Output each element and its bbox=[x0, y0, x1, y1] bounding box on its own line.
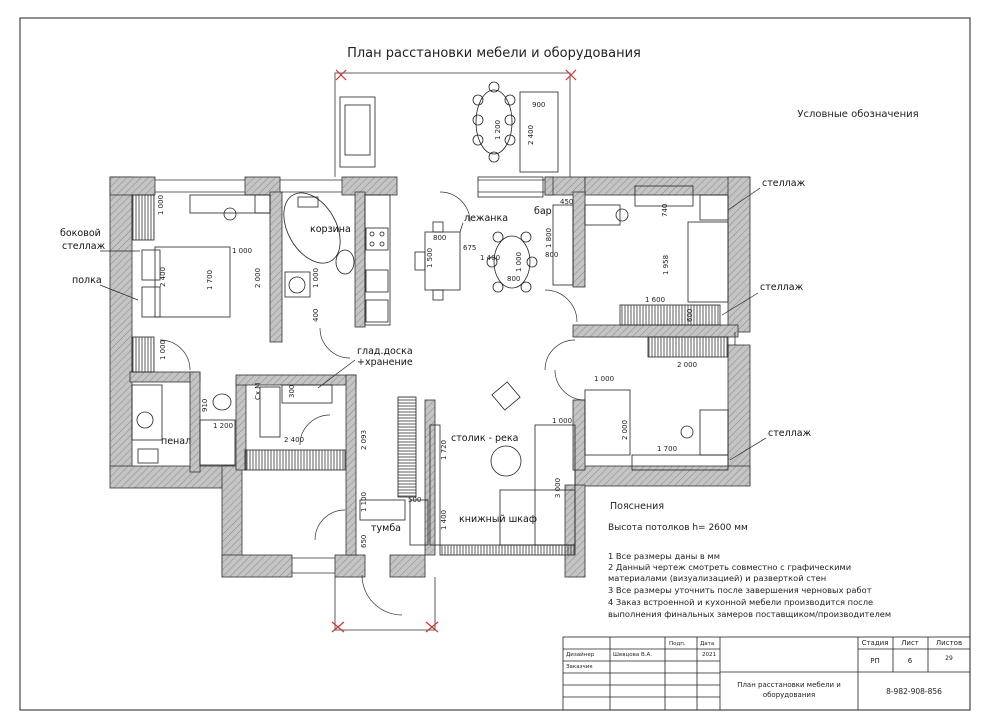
svg-text:450: 450 bbox=[560, 198, 573, 206]
svg-text:2 093: 2 093 bbox=[360, 430, 368, 450]
svg-text:600: 600 bbox=[686, 309, 694, 322]
svg-text:Высота потолков h= 2600 мм: Высота потолков h= 2600 мм bbox=[608, 523, 748, 533]
svg-text:1 720: 1 720 bbox=[440, 440, 448, 460]
svg-text:1 000: 1 000 bbox=[594, 375, 614, 383]
label-bokovoy: боковой bbox=[60, 228, 101, 239]
svg-text:4 Заказ встроенной и кухонной: 4 Заказ встроенной и кухонной мебели про… bbox=[608, 597, 873, 607]
svg-text:Сх М: Сх М bbox=[254, 383, 262, 400]
balcony-outline bbox=[334, 72, 571, 631]
label-lezhanka: лежанка bbox=[464, 213, 508, 224]
svg-text:500: 500 bbox=[408, 496, 421, 504]
svg-text:1 000: 1 000 bbox=[157, 195, 165, 215]
label-knizhny-shkaf: книжный шкаф bbox=[459, 514, 537, 525]
label-stellazh-bottom-right: стеллаж bbox=[768, 428, 812, 439]
svg-text:800: 800 bbox=[507, 275, 520, 283]
label-glad-doska: глад.доска bbox=[357, 346, 413, 357]
svg-text:1 700: 1 700 bbox=[657, 445, 677, 453]
label-penal: пенал bbox=[161, 436, 191, 447]
svg-text:1 200: 1 200 bbox=[494, 120, 502, 140]
svg-text:1 958: 1 958 bbox=[662, 255, 670, 275]
svg-text:1 500: 1 500 bbox=[426, 248, 434, 268]
label-stellazh-left: стеллаж bbox=[62, 241, 106, 252]
svg-text:1 800: 1 800 bbox=[545, 228, 553, 248]
svg-text:740: 740 bbox=[661, 204, 669, 217]
svg-text:900: 900 bbox=[532, 101, 545, 109]
svg-text:3 Все размеры уточнить после: 3 Все размеры уточнить после завершения … bbox=[608, 585, 872, 595]
svg-text:1 000: 1 000 bbox=[515, 252, 523, 272]
svg-text:675: 675 bbox=[463, 244, 476, 252]
svg-text:1 Все размеры даны в мм: 1 Все размеры даны в мм bbox=[608, 551, 720, 561]
svg-text:1 100: 1 100 bbox=[360, 492, 368, 512]
svg-text:1 400: 1 400 bbox=[480, 254, 500, 262]
svg-text:1 700: 1 700 bbox=[206, 270, 214, 290]
label-korzina: корзина bbox=[310, 224, 351, 235]
svg-text:3 000: 3 000 bbox=[554, 478, 562, 498]
svg-text:2 Данный чертеж смотреть совм: 2 Данный чертеж смотреть совместно с гра… bbox=[608, 562, 851, 572]
svg-text:выполнения финальных замеров п: выполнения финальных замеров поставщиком… bbox=[608, 609, 891, 619]
svg-text:Дизайнер: Дизайнер bbox=[566, 651, 595, 658]
label-stellazh-mid-right: стеллаж bbox=[760, 282, 804, 293]
svg-text:300: 300 bbox=[288, 385, 296, 398]
svg-text:2 400: 2 400 bbox=[284, 436, 304, 444]
svg-text:1 200: 1 200 bbox=[213, 422, 233, 430]
windows bbox=[155, 179, 736, 574]
svg-text:Заказчик: Заказчик bbox=[566, 664, 593, 670]
svg-text:Пояснения: Пояснения bbox=[610, 501, 664, 512]
door-swings bbox=[159, 191, 586, 616]
title-block-text: Подп. Дата Дизайнер Шевцова В.А. 2021 За… bbox=[566, 639, 962, 699]
svg-text:Листов: Листов bbox=[936, 639, 962, 647]
svg-text:1 600: 1 600 bbox=[645, 296, 665, 304]
sheet-frame bbox=[19, 17, 971, 711]
label-hranenie: +хранение bbox=[357, 357, 413, 368]
svg-text:2 400: 2 400 bbox=[527, 125, 535, 145]
svg-text:2 000: 2 000 bbox=[677, 361, 697, 369]
svg-text:Подп.: Подп. bbox=[669, 641, 686, 647]
svg-text:Шевцова В.А.: Шевцова В.А. bbox=[613, 652, 652, 658]
label-bar: бар bbox=[534, 206, 552, 217]
svg-text:6: 6 bbox=[908, 657, 913, 665]
label-stellazh-top-right: стеллаж bbox=[762, 178, 806, 189]
notes-block: Пояснения Высота потолков h= 2600 мм 1 В… bbox=[608, 501, 891, 619]
svg-text:650: 650 bbox=[360, 535, 368, 548]
svg-text:800: 800 bbox=[545, 251, 558, 259]
svg-text:1 000: 1 000 bbox=[552, 417, 572, 425]
svg-text:1 400: 1 400 bbox=[440, 510, 448, 530]
furniture bbox=[131, 81, 729, 556]
svg-text:910: 910 bbox=[201, 399, 209, 412]
svg-text:2021: 2021 bbox=[702, 652, 716, 658]
section-markers bbox=[331, 69, 577, 633]
label-stolik-reka: столик - река bbox=[451, 433, 518, 444]
walls bbox=[109, 176, 751, 578]
svg-text:Лист: Лист bbox=[901, 639, 919, 647]
leader-lines bbox=[99, 187, 767, 461]
svg-text:1 000: 1 000 bbox=[232, 247, 252, 255]
room-labels: боковой стеллаж полка стеллаж стеллаж ст… bbox=[60, 178, 812, 534]
legend-title: Условные обозначения bbox=[797, 109, 918, 120]
svg-text:Стадия: Стадия bbox=[862, 639, 889, 647]
svg-text:Дата: Дата bbox=[700, 641, 714, 647]
svg-text:8-982-908-856: 8-982-908-856 bbox=[886, 687, 942, 696]
svg-text:РП: РП bbox=[870, 657, 880, 665]
svg-text:800: 800 bbox=[433, 234, 446, 242]
svg-text:2 000: 2 000 bbox=[621, 420, 629, 440]
label-tumba: тумба bbox=[371, 523, 401, 534]
svg-text:1 000: 1 000 bbox=[312, 268, 320, 288]
plan-title: План расстановки мебели и оборудования bbox=[347, 46, 641, 61]
svg-text:План расстановки мебели и: План расстановки мебели и bbox=[737, 681, 841, 689]
title-block bbox=[562, 636, 971, 711]
dimension-values: 1 000 1 000 2 400 1 700 2 000 1 000 400 … bbox=[157, 101, 697, 548]
svg-text:29: 29 bbox=[945, 655, 953, 662]
svg-text:оборудования: оборудования bbox=[763, 691, 815, 699]
svg-text:2 000: 2 000 bbox=[254, 268, 262, 288]
svg-text:1 000: 1 000 bbox=[159, 340, 167, 360]
label-polka: полка bbox=[72, 275, 102, 286]
svg-text:400: 400 bbox=[312, 309, 320, 322]
svg-text:материалами (визуализацией) и: материалами (визуализацией) и разверткой… bbox=[608, 573, 826, 583]
svg-text:2 400: 2 400 bbox=[159, 267, 167, 287]
